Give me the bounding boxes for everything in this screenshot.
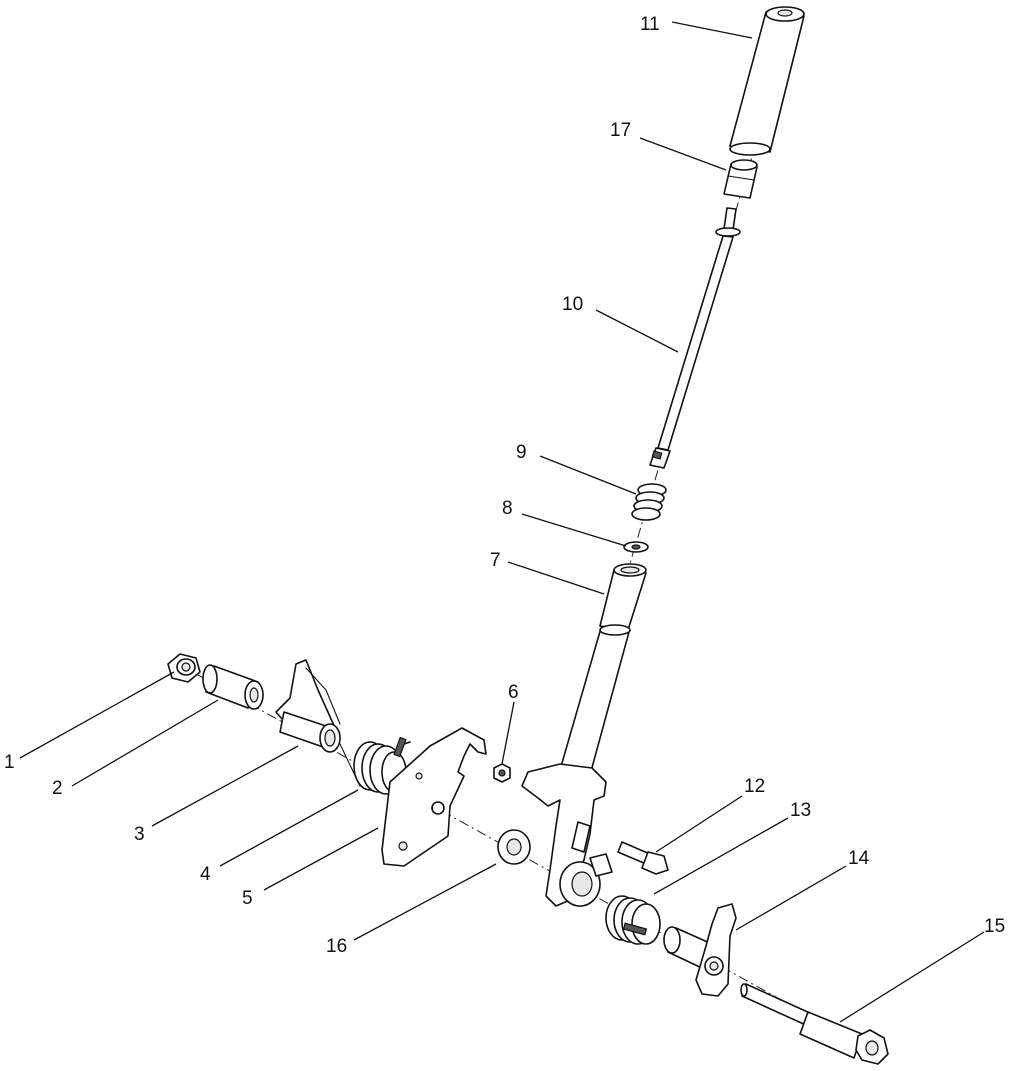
- callout-7: 7: [490, 550, 501, 571]
- callout-9: 9: [516, 442, 527, 463]
- part-6-nut: [493, 763, 511, 783]
- callout-labels: 11 17 10 9 8 7 6 1 2 3 4 5 16 12 13 14 1…: [4, 14, 1005, 957]
- callout-16: 16: [326, 936, 347, 957]
- part-8-washer: [623, 541, 649, 553]
- callout-8: 8: [502, 498, 513, 519]
- lever-bracket: [521, 763, 613, 907]
- part-11-grip: [729, 6, 805, 156]
- part-2-spacer: [202, 664, 264, 710]
- part-17-bushing: [723, 159, 758, 199]
- callout-11: 11: [640, 14, 660, 35]
- part-15-bolt: [740, 983, 889, 1065]
- part-13-spring: [605, 895, 661, 945]
- callout-12: 12: [744, 776, 765, 797]
- callout-17: 17: [610, 120, 631, 141]
- callout-15: 15: [984, 916, 1005, 937]
- callout-1: 1: [4, 752, 15, 773]
- assembly-axes: [179, 29, 881, 1056]
- part-3-arm: [275, 659, 341, 753]
- part-1-nut: [167, 653, 201, 683]
- callout-14: 14: [848, 848, 870, 869]
- callout-4: 4: [200, 864, 211, 885]
- callout-3: 3: [134, 824, 145, 845]
- part-16-washer: [497, 829, 531, 865]
- callout-5: 5: [242, 888, 253, 909]
- callout-10: 10: [562, 294, 583, 315]
- leader-lines: [19, 21, 985, 1023]
- callout-13: 13: [790, 800, 811, 821]
- part-14-plate: [663, 903, 737, 997]
- part-9-spring: [631, 483, 667, 521]
- part-7-tube: [559, 563, 647, 776]
- part-5-bracket: [381, 727, 487, 867]
- part-10-rod: [649, 207, 741, 469]
- callout-2: 2: [52, 778, 63, 799]
- callout-6: 6: [508, 682, 519, 703]
- part-12-bolt: [617, 841, 669, 875]
